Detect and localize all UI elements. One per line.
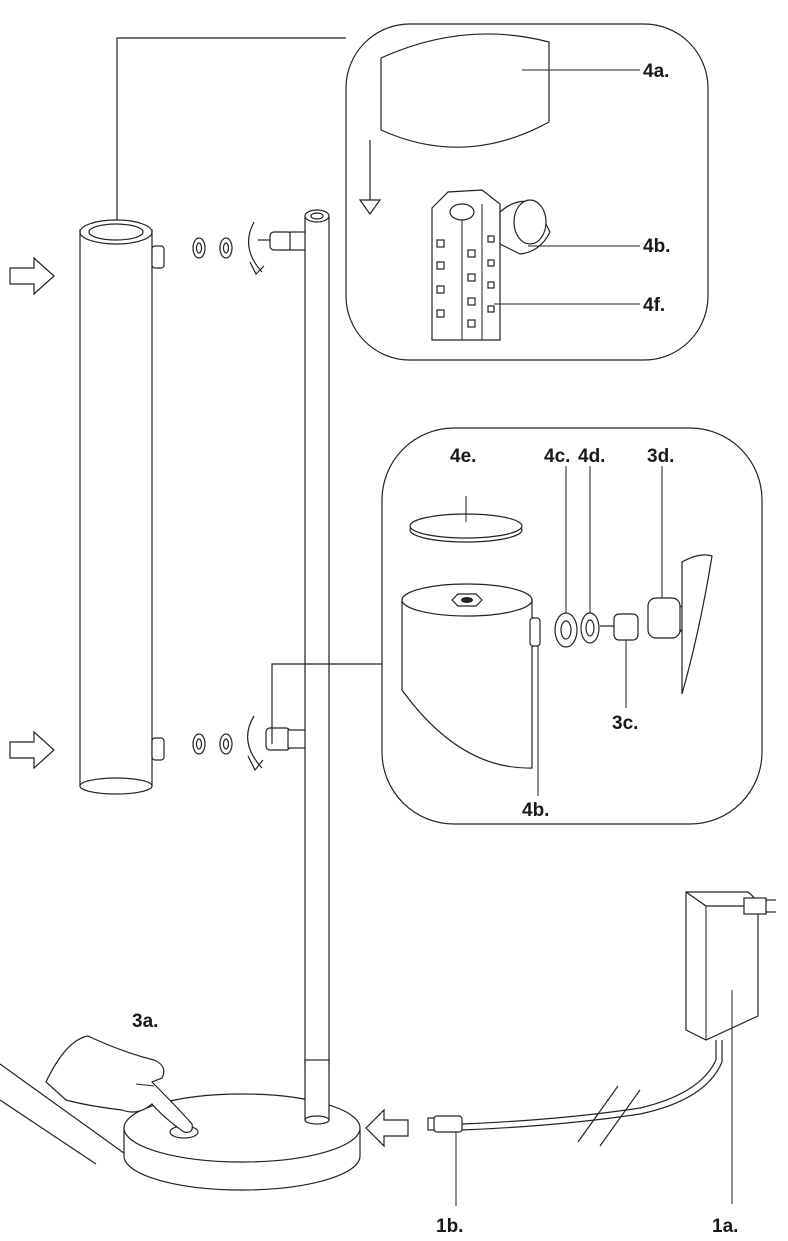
table-edge xyxy=(0,1063,129,1165)
power-adapter-1a xyxy=(685,891,776,1204)
hand-icon xyxy=(45,1035,193,1133)
shade-cap-4a xyxy=(380,33,640,148)
outer-tube xyxy=(79,219,165,795)
label-4a: 4a. xyxy=(643,61,669,82)
cable xyxy=(461,1040,723,1147)
label-1a: 1a. xyxy=(712,1216,738,1237)
arrow-right-bottom xyxy=(9,730,55,770)
lower-swivel xyxy=(247,715,311,772)
dc-plug-1b xyxy=(427,1115,463,1206)
lower-rings xyxy=(192,733,233,755)
rod-stub xyxy=(681,554,713,695)
label-4f: 4f. xyxy=(643,295,665,316)
ring-4c xyxy=(554,466,578,648)
down-arrow xyxy=(358,140,382,216)
upper-rings xyxy=(192,237,233,259)
label-4c: 4c. xyxy=(544,446,570,467)
label-4b-top: 4b. xyxy=(643,236,670,257)
cylinder-head xyxy=(401,583,541,796)
label-1b: 1b. xyxy=(436,1216,463,1237)
label-4d: 4d. xyxy=(578,446,605,467)
label-3a: 3a. xyxy=(132,1011,158,1032)
label-3c: 3c. xyxy=(612,713,638,734)
arrow-right-top xyxy=(9,256,55,296)
inner-rod xyxy=(304,209,330,1065)
joint-3c xyxy=(600,613,639,708)
lamp-base xyxy=(123,1059,361,1191)
disc-4e xyxy=(409,496,523,543)
led-holder-4f xyxy=(431,189,640,341)
left-arrow xyxy=(365,1108,409,1148)
joint-3d xyxy=(647,466,695,639)
label-4b-middle: 4b. xyxy=(522,800,549,821)
label-3d: 3d. xyxy=(647,446,674,467)
ring-4d xyxy=(580,466,600,644)
upper-swivel xyxy=(247,221,309,276)
label-4e: 4e. xyxy=(450,446,476,467)
